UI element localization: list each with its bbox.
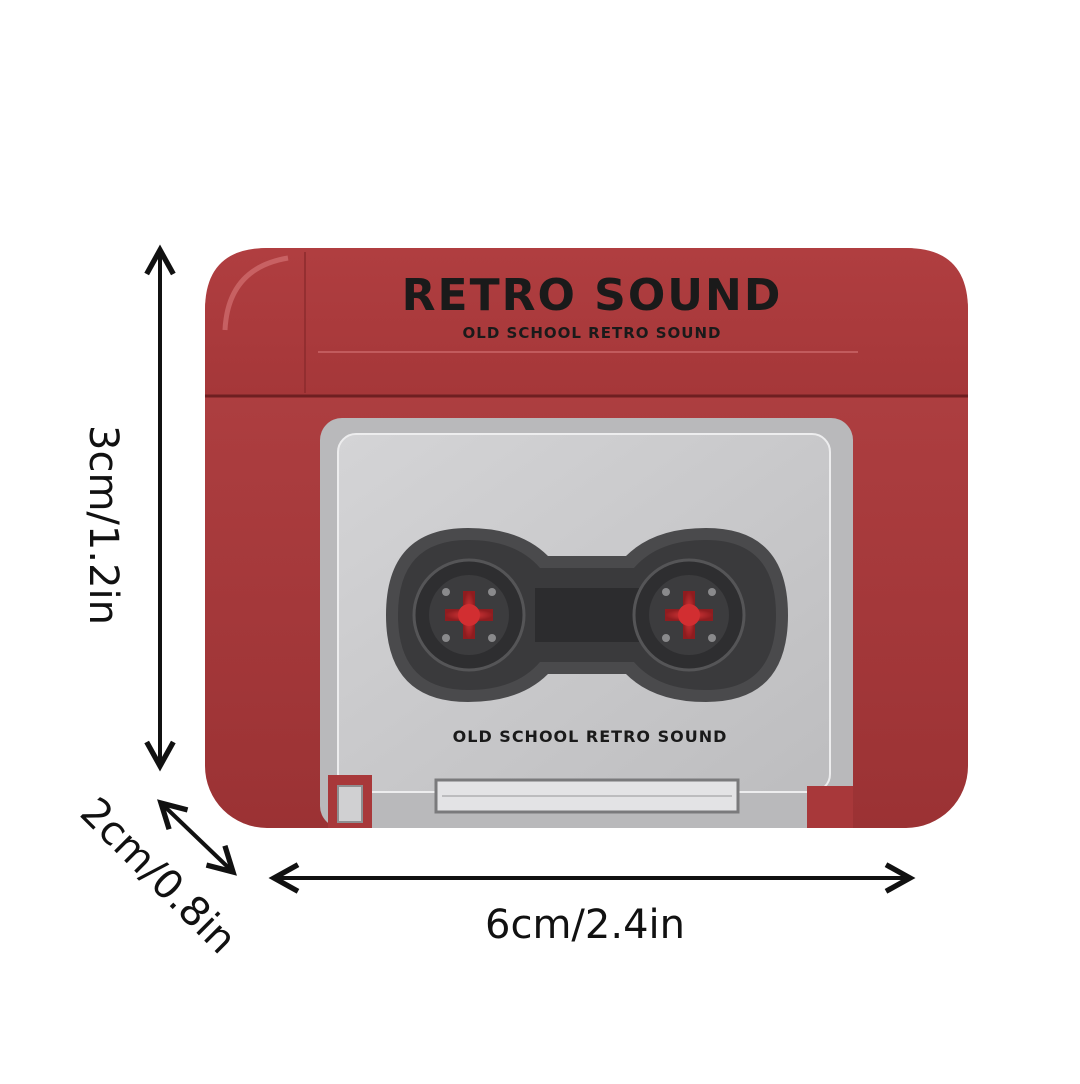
depth-arrow-icon — [161, 803, 233, 872]
case-lid — [205, 248, 968, 395]
cassette-label: OLD SCHOOL RETRO SOUND — [453, 727, 728, 746]
width-dimension-label: 6cm/2.4in — [485, 902, 685, 948]
lid-subtitle: OLD SCHOOL RETRO SOUND — [463, 324, 722, 342]
right-reel-icon — [632, 558, 746, 672]
height-dimension-label: 3cm/1.2in — [80, 425, 126, 625]
left-reel-icon — [412, 558, 526, 672]
brand-title: RETRO SOUND — [402, 270, 783, 321]
